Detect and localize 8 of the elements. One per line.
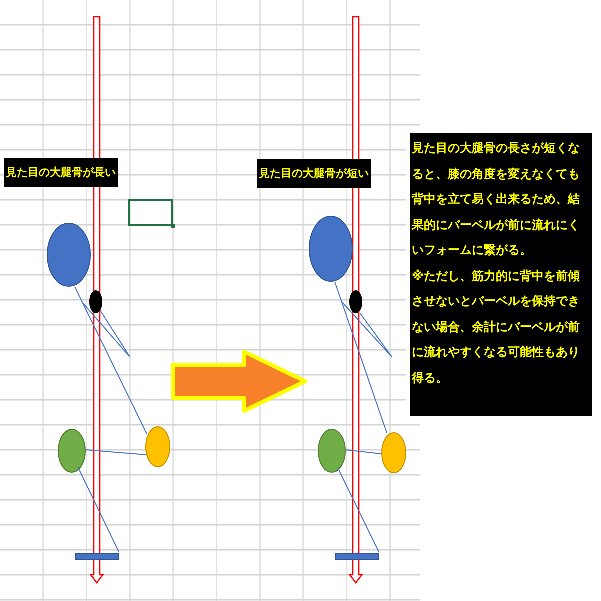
block-arrow [171, 350, 308, 413]
figure-heading: 見た目の大腿骨が短い [257, 159, 371, 188]
figure-heading: 見た目の大腿骨が長い [4, 158, 118, 187]
squat-stick-figure [309, 216, 406, 560]
explanation-text: 見た目の大腿骨の長さが短くなると、膝の角度を変えなくても背中を立て易く出来るため、結果的にバーベルが前に流れにくいフォームに繋がる。 [412, 140, 581, 259]
note-text: ※ただし、筋力的に背中を前傾させないとバーベルを保持できない場合、余計にバーベルが前に流れやすくなる可能性もあり得る。 [412, 268, 581, 386]
explanation-panel [410, 133, 592, 416]
squat-stick-figure [47, 223, 170, 560]
